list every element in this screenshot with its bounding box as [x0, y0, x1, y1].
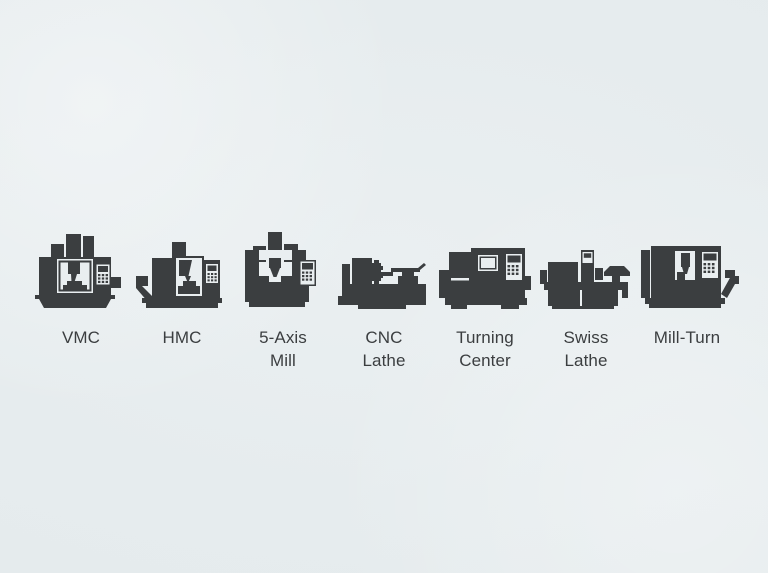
- machine-label-mill-turn: Mill-Turn: [653, 328, 721, 347]
- turning-center-icon: [435, 228, 535, 312]
- machine-type-gallery: VMC: [0, 228, 768, 373]
- machine-card-turning-center[interactable]: Turning Center: [435, 228, 536, 373]
- machine-card-cnc-lathe[interactable]: CNC Lathe: [334, 228, 435, 373]
- machine-card-swiss-lathe[interactable]: Swiss Lathe: [536, 228, 637, 373]
- machine-card-mill-turn[interactable]: Mill-Turn: [637, 228, 739, 349]
- mill-turn-icon: [637, 228, 739, 312]
- machine-label-swiss-lathe: Swiss Lathe: [563, 328, 609, 371]
- machine-card-vmc[interactable]: VMC: [31, 228, 132, 349]
- cnc-lathe-icon: [334, 228, 434, 312]
- five-axis-mill-icon: [233, 228, 333, 312]
- machine-label-hmc: HMC: [162, 328, 202, 347]
- machine-label-vmc: VMC: [61, 328, 101, 347]
- machine-card-five-axis-mill[interactable]: 5-Axis Mill: [233, 228, 334, 373]
- horizontal-machining-center-icon: [132, 228, 232, 312]
- machine-card-hmc[interactable]: HMC: [132, 228, 233, 349]
- machine-label-cnc-lathe: CNC Lathe: [362, 328, 406, 371]
- machine-label-turning-center: Turning Center: [456, 328, 514, 371]
- machine-label-five-axis-mill: 5-Axis Mill: [259, 328, 307, 371]
- vertical-machining-center-icon: [31, 228, 131, 312]
- swiss-lathe-icon: [536, 228, 636, 312]
